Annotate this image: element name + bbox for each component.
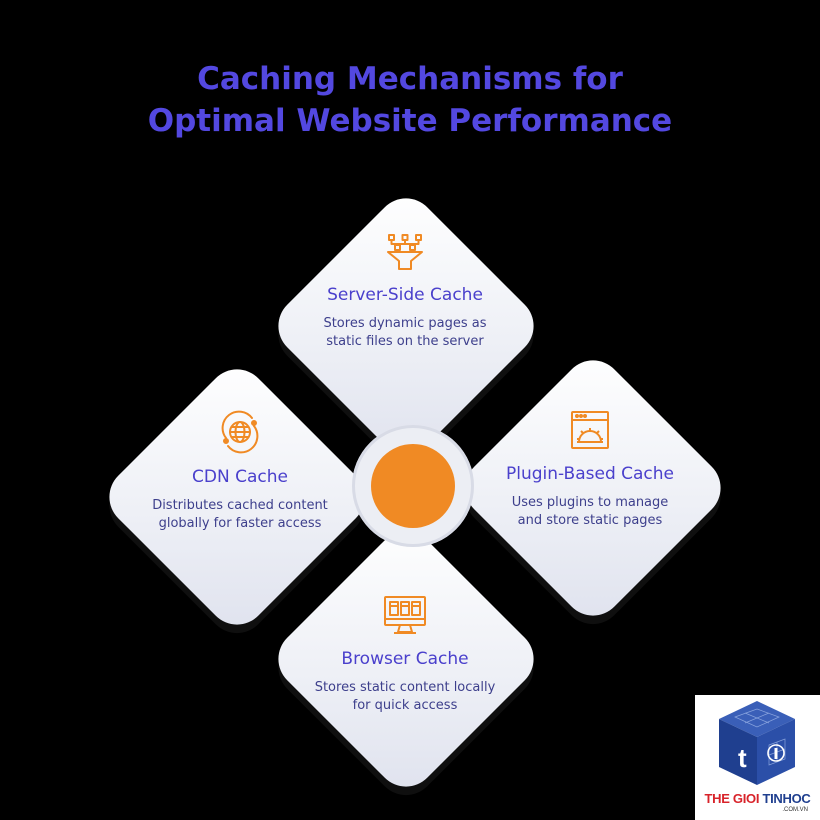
brand-logo: t THE GIOI TINHOC .COM.VN bbox=[695, 695, 820, 820]
card-cdn: CDN Cache Distributes cached content glo… bbox=[120, 410, 360, 533]
card-title: Plugin-Based Cache bbox=[505, 464, 675, 484]
card-description: Stores dynamic pages as static files on … bbox=[323, 316, 487, 349]
center-hub bbox=[352, 425, 474, 547]
card-server-side: Server-Side Cache Stores dynamic pages a… bbox=[285, 232, 525, 351]
brand-name: THE GIOI TINHOC bbox=[695, 791, 820, 806]
card-description: Stores static content locally for quick … bbox=[314, 680, 496, 713]
svg-text:t: t bbox=[738, 743, 747, 773]
funnel-network-icon bbox=[387, 234, 423, 270]
plugin-window-icon bbox=[571, 411, 609, 449]
card-title: Browser Cache bbox=[341, 649, 469, 669]
brand-name-part-1: THE GIOI bbox=[704, 791, 763, 806]
title-line-2: Optimal Website Performance bbox=[147, 103, 673, 139]
card-browser: Browser Cache Stores static content loca… bbox=[285, 594, 525, 715]
brand-name-part-2: TINHOC bbox=[762, 791, 811, 806]
card-title: CDN Cache bbox=[192, 467, 288, 487]
cube-logo-icon: t bbox=[719, 701, 795, 785]
card-plugin-based: Plugin-Based Cache Uses plugins to manag… bbox=[470, 409, 710, 530]
globe-icon bbox=[221, 410, 259, 454]
card-title: Server-Side Cache bbox=[327, 285, 483, 305]
center-hub-dot bbox=[371, 444, 455, 528]
card-description: Distributes cached content globally for … bbox=[152, 498, 328, 531]
monitor-icon bbox=[384, 596, 426, 634]
card-description: Uses plugins to manage and store static … bbox=[511, 495, 669, 528]
brand-domain: .COM.VN bbox=[782, 807, 808, 813]
page-title: Caching Mechanisms for Optimal Website P… bbox=[0, 58, 820, 142]
title-line-1: Caching Mechanisms for bbox=[197, 61, 623, 97]
